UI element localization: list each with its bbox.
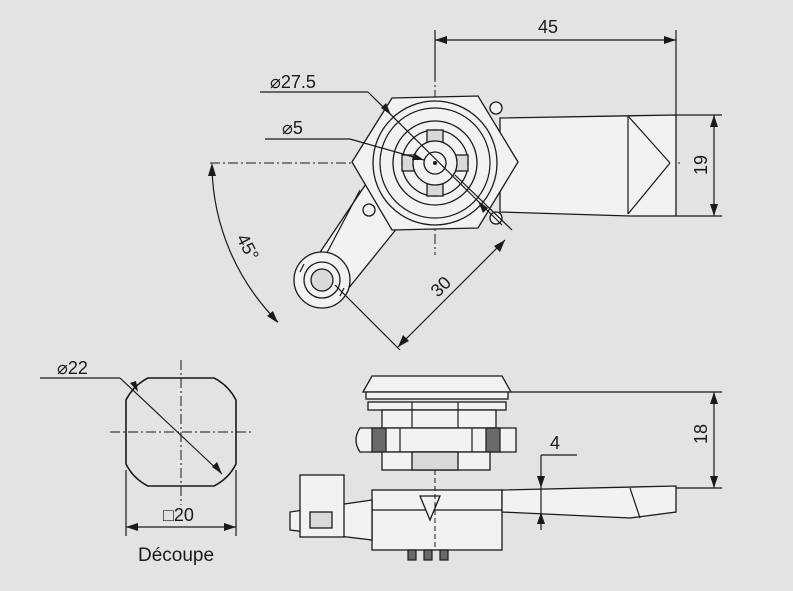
dim-27-5-text: 27.5 [281, 72, 316, 92]
dim-4-text: 4 [550, 433, 560, 453]
square-symbol: □ [163, 505, 174, 525]
cutout-view [110, 360, 252, 505]
dim-22-text: 22 [68, 358, 88, 378]
diameter-symbol-3: ⌀ [57, 358, 68, 378]
diameter-symbol: ⌀ [270, 72, 281, 92]
dim-square-20: □20 [125, 470, 237, 536]
dim-45-text: 45 [538, 17, 558, 37]
lock-side-view [289, 375, 677, 561]
dim-5-text: 5 [293, 118, 303, 138]
svg-text:⌀27.5: ⌀27.5 [270, 72, 316, 92]
dim-19-text: 19 [691, 155, 711, 175]
lock-front-view [210, 72, 680, 309]
dim-19: 19 [676, 114, 722, 217]
dim-18: 18 [511, 391, 722, 489]
dim-dia-22: ⌀22 [40, 358, 223, 475]
cutout-caption: Découpe [138, 545, 214, 566]
dim-45: 45 [434, 17, 677, 115]
dim-4: 4 [537, 433, 577, 530]
dim-18-text: 18 [691, 424, 711, 444]
dim-dia-27-5: ⌀27.5 [260, 72, 503, 226]
svg-text:□20: □20 [163, 505, 194, 525]
dim-dia-5: ⌀5 [265, 118, 425, 161]
svg-text:⌀5: ⌀5 [282, 118, 303, 138]
dim-20-text: 20 [174, 505, 194, 525]
diameter-symbol-2: ⌀ [282, 118, 293, 138]
svg-text:⌀22: ⌀22 [57, 358, 88, 378]
